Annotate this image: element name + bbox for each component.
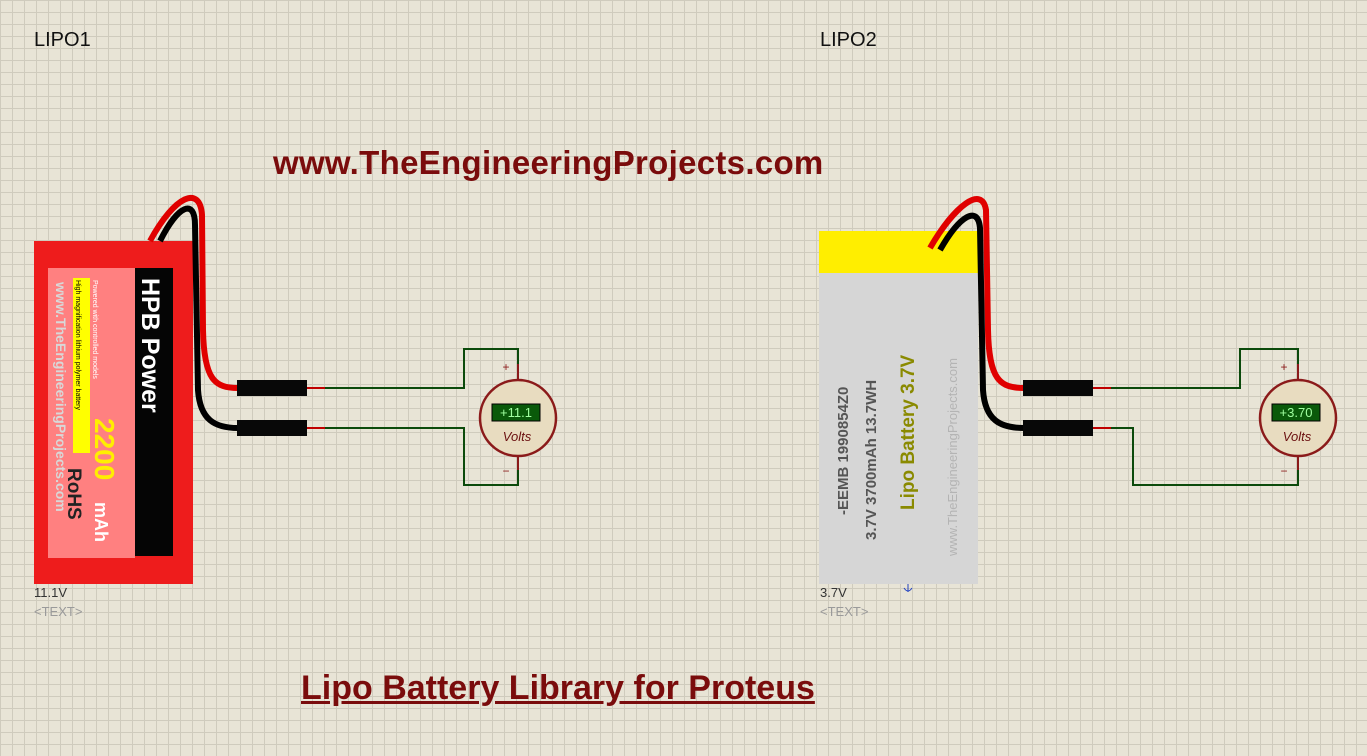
lipo2-yellow-cap bbox=[819, 231, 978, 273]
lipo1-rohs-text: RoHS bbox=[63, 468, 84, 520]
lipo1-text-placeholder[interactable]: <TEXT> bbox=[34, 604, 83, 619]
lipo2-model-text: -EEMB 1990854Z0 bbox=[835, 387, 852, 515]
lipo1-value-label[interactable]: 11.1V bbox=[34, 585, 68, 600]
voltmeter2-unit: Volts bbox=[1283, 429, 1312, 444]
voltmeter2-lcd bbox=[1271, 403, 1321, 422]
voltmeter1-unit: Volts bbox=[503, 429, 532, 444]
voltmeter2-plus-sign: + bbox=[1280, 360, 1287, 374]
wire-lipo2-positive[interactable] bbox=[1111, 348, 1299, 389]
lipo1-site-text: www.TheEngineeringProjects.com bbox=[53, 281, 69, 512]
voltmeter1-lcd bbox=[491, 403, 541, 422]
lipo2-body bbox=[819, 273, 978, 584]
lipo2-ref-label[interactable]: LIPO2 bbox=[820, 29, 877, 51]
lipo2-anchor-icon-curve bbox=[903, 587, 913, 592]
lipo1-battery[interactable]: HPB Power 2200 mAh RoHS www.TheEngineeri… bbox=[34, 194, 325, 584]
lipo1-brand-text: HPB Power bbox=[136, 278, 164, 413]
voltmeter1-reading: +11.1 bbox=[500, 405, 532, 420]
wire-lipo1-negative[interactable] bbox=[325, 427, 519, 486]
voltmeter2-minus-sign: − bbox=[1280, 464, 1287, 478]
voltmeter2[interactable]: +3.70 Volts + − bbox=[1258, 360, 1338, 478]
lipo1-ref-label[interactable]: LIPO1 bbox=[34, 29, 91, 51]
lipo2-red-wire bbox=[927, 196, 1025, 391]
lipo1-red-wire bbox=[147, 194, 239, 391]
voltmeter1-minus-sign: − bbox=[502, 464, 509, 478]
lipo2-site-text: www.TheEngineeringProjects.com bbox=[945, 358, 960, 557]
lipo1-plug-negative bbox=[237, 420, 307, 436]
wire-lipo2-negative[interactable] bbox=[1111, 427, 1299, 486]
voltmeter1[interactable]: +11.1 Volts + − bbox=[478, 360, 558, 478]
lipo1-yellow-tag bbox=[73, 278, 90, 453]
lipo2-title-text: Lipo Battery 3.7V bbox=[898, 354, 919, 510]
lipo1-black-strip bbox=[135, 268, 173, 556]
website-title: www.TheEngineeringProjects.com bbox=[273, 144, 824, 181]
lipo2-value-label[interactable]: 3.7V bbox=[820, 585, 847, 600]
lipo2-text-placeholder[interactable]: <TEXT> bbox=[820, 604, 869, 619]
lipo2-black-wire bbox=[937, 212, 1025, 431]
wire-lipo1-positive[interactable] bbox=[325, 348, 519, 389]
footer-title: Lipo Battery Library for Proteus bbox=[301, 669, 815, 707]
lipo1-black-wire bbox=[157, 205, 239, 431]
lipo1-desc2-text: Powered with controlled models bbox=[91, 280, 98, 379]
lipo1-capacity-text: 2200 bbox=[89, 418, 120, 480]
lipo2-battery[interactable]: -EEMB 1990854Z0 3.7V 3700mAh 13.7WH Lipo… bbox=[819, 196, 1111, 592]
lipo2-plug-negative bbox=[1023, 420, 1093, 436]
lipo1-desc1-text: High magnification lithium polymer batte… bbox=[74, 280, 81, 410]
lipo1-label-panel bbox=[48, 268, 135, 558]
voltmeter2-reading: +3.70 bbox=[1280, 405, 1313, 420]
voltmeter1-plus-sign: + bbox=[502, 360, 509, 374]
lipo1-unit-text: mAh bbox=[91, 502, 111, 542]
lipo2-spec-text: 3.7V 3700mAh 13.7WH bbox=[863, 380, 880, 540]
lipo2-plug-positive bbox=[1023, 380, 1093, 396]
lipo1-plug-positive bbox=[237, 380, 307, 396]
